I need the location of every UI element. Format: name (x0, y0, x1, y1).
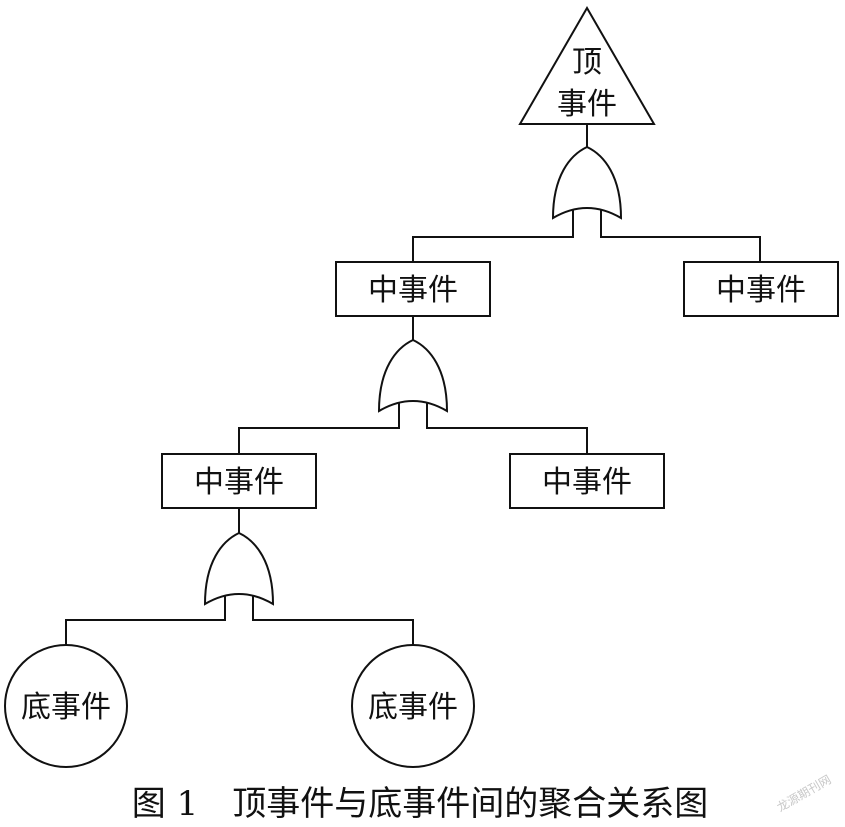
base-event-label-1: 底事件 (21, 690, 111, 725)
mid-event-label-4: 中事件 (542, 465, 632, 500)
top-event-label-line1: 顶 (572, 45, 602, 80)
connector-gate2-to-mid4 (426, 403, 588, 454)
top-event-label-line2: 事件 (557, 87, 617, 122)
mid-event-box-4 (509, 453, 665, 509)
connector-gate2-to-mid3 (238, 403, 400, 454)
base-event-label-2: 底事件 (368, 690, 458, 725)
base-event-circle-1 (4, 644, 128, 768)
or-gate-2 (377, 338, 449, 413)
connector-gate1-to-mid2 (600, 210, 761, 262)
mid-event-box-1 (335, 261, 491, 317)
mid-event-box-2 (683, 261, 839, 317)
top-event: 顶 事件 (518, 6, 656, 125)
or-gate-3 (203, 531, 275, 606)
or-gate-1 (551, 145, 623, 220)
mid-event-label-3: 中事件 (194, 465, 284, 500)
mid-event-label-1: 中事件 (368, 273, 458, 308)
connector-gate1-to-mid1 (412, 210, 574, 262)
watermark-text: 龙源期刊网 (775, 772, 834, 814)
connector-gate3-to-base1 (65, 596, 226, 645)
base-event-circle-2 (351, 644, 475, 768)
mid-event-box-3 (161, 453, 317, 509)
mid-event-label-2: 中事件 (716, 273, 806, 308)
figure-caption: 图 1 顶事件与底事件间的聚合关系图 (132, 784, 708, 824)
connector-gate3-to-base2 (252, 596, 414, 645)
